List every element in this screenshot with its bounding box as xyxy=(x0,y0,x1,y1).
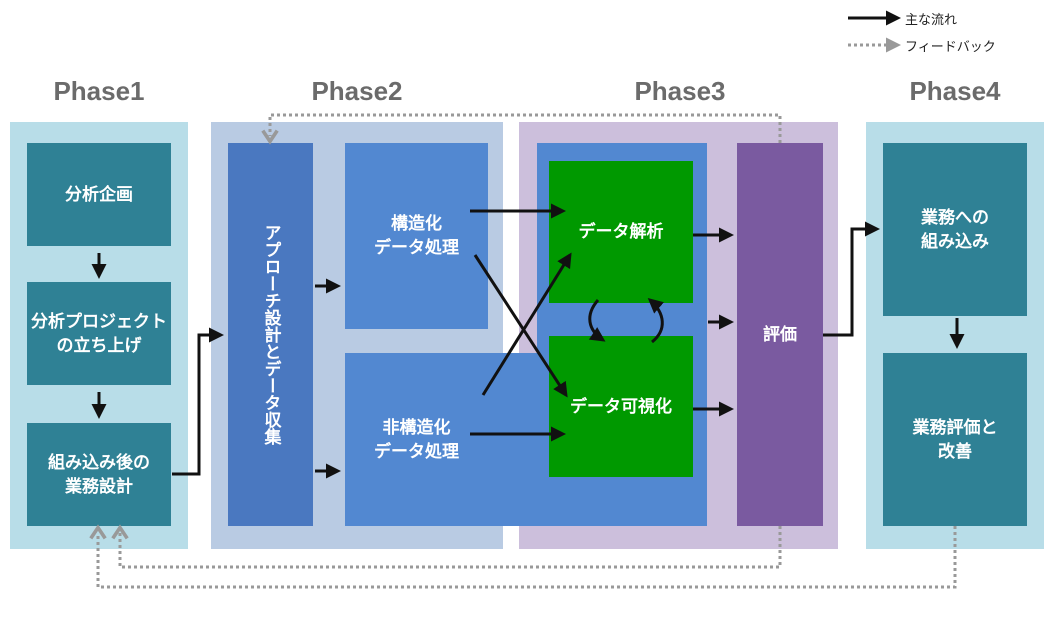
feedback-lines xyxy=(89,113,957,589)
phase3-title: Phase3 xyxy=(634,76,726,106)
feedback-eval-to-approach xyxy=(261,113,782,145)
arrow-structured-to-visualization xyxy=(473,254,568,398)
main-flow-lines xyxy=(91,203,965,479)
arrow-unstructured-to-analysis xyxy=(481,252,572,396)
feedback-bizeval-to-design xyxy=(89,524,957,589)
data-visualization-box: データ可視化 xyxy=(549,336,693,477)
business-integration-box: 業務への 組み込み xyxy=(883,143,1027,316)
structured-data-box: 構造化 データ処理 xyxy=(345,143,488,329)
legend-feedback-label: フィードバック xyxy=(905,40,996,55)
cycle-arrow-up xyxy=(647,298,664,344)
arrow-design-to-approach xyxy=(172,327,224,476)
legend-main-flow-label: 主な流れ xyxy=(905,13,958,28)
business-evaluation-box: 業務評価と 改善 xyxy=(883,353,1027,526)
cycle-arrow-down xyxy=(588,299,606,342)
phase2-title: Phase2 xyxy=(311,76,403,106)
unstructured-data-box: 非構造化 データ処理 xyxy=(374,417,459,462)
data-analysis-box: データ解析 xyxy=(549,161,693,303)
analysis-plan-box: 分析企画 xyxy=(27,143,171,246)
phase1-title: Phase1 xyxy=(53,76,145,106)
arrow-eval-to-integration xyxy=(823,221,880,337)
post-integration-design-box: 組み込み後の 業務設計 xyxy=(27,423,171,526)
approach-design-box: アプローチ設計とデータ収集 xyxy=(228,143,313,526)
feedback-eval-to-design xyxy=(111,524,782,569)
phase4-title: Phase4 xyxy=(909,76,1001,106)
evaluation-box: 評価 xyxy=(737,143,823,526)
project-launch-box: 分析プロジェクト の立ち上げ xyxy=(27,282,171,385)
